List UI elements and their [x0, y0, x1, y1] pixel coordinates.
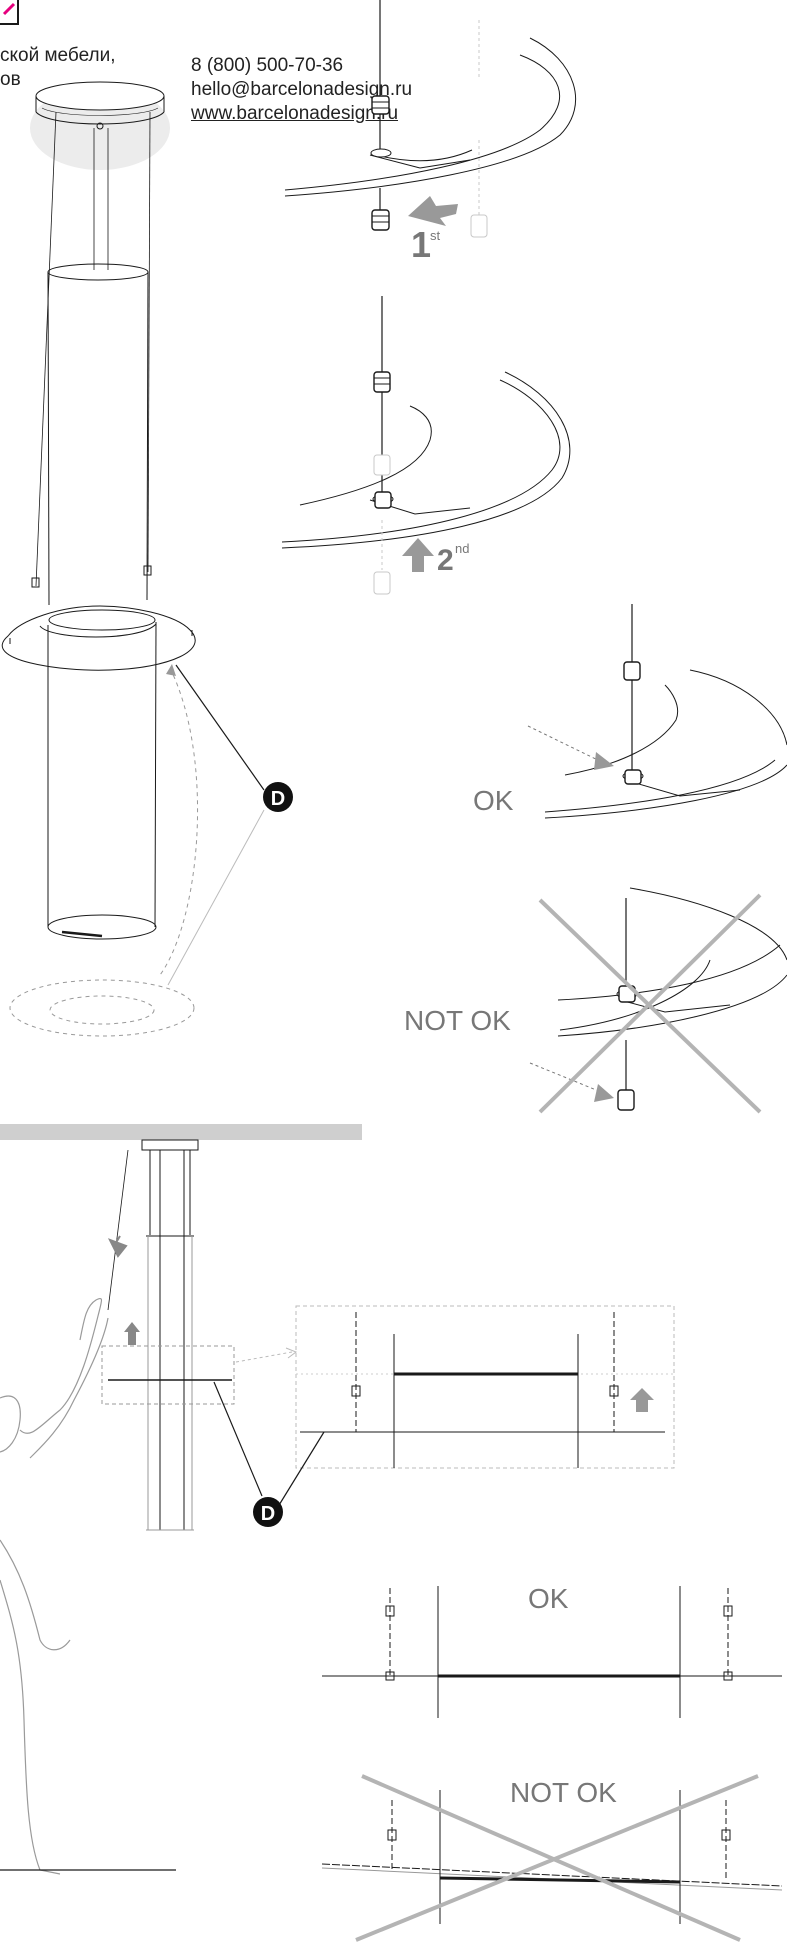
- zoom-detail-box: [235, 1305, 675, 1469]
- suspension-wires: [35, 111, 151, 587]
- ok-label-top: OK: [473, 785, 514, 816]
- motion-arrow-icon: [166, 664, 176, 676]
- ghost-cable-gripper: [470, 20, 488, 238]
- logo-mark-icon: [0, 0, 19, 25]
- callout-part-d-upper: D: [167, 664, 293, 986]
- cable-gripper-lower: [371, 209, 390, 231]
- ghost-gripper-2: [373, 454, 391, 595]
- ceiling-canopy: [30, 81, 170, 170]
- pendant-lamp-exploded-view: [1, 81, 199, 1037]
- part-d-label: D: [271, 788, 285, 810]
- push-arrow-icon: [408, 196, 458, 226]
- ok-label-bottom: OK: [528, 1583, 569, 1614]
- not-ok-label-bottom: NOT OK: [510, 1777, 617, 1808]
- cable-gripper-seated: [374, 491, 392, 509]
- not-ok-diagram-bottom: [321, 1790, 783, 1924]
- part-d-label-lower: D: [261, 1503, 275, 1525]
- cable-gripper-top: [373, 371, 391, 393]
- step-2-number: 2: [437, 544, 454, 577]
- person-figure: [0, 1297, 176, 1875]
- step-1-suffix: st: [430, 228, 441, 243]
- company-name-fragment: ской мебели, ов: [0, 44, 115, 92]
- not-ok-label-top: NOT OK: [404, 1005, 511, 1036]
- ok-diagram-bottom: [322, 1586, 782, 1718]
- ceiling-slab: [0, 1124, 362, 1140]
- step-2-suffix: nd: [455, 541, 469, 556]
- lift-up-arrow-icon: [124, 1322, 140, 1345]
- contact-block: 8 (800) 500-70-36 hello@barcelonadesign.…: [191, 54, 412, 126]
- step-1-diagram: [284, 0, 577, 238]
- lower-shade-tube: [47, 609, 157, 940]
- ok-diagram-top: [527, 604, 787, 819]
- step-1-label: 1 st: [411, 224, 441, 265]
- website-link[interactable]: www.barcelonadesign.ru: [191, 103, 399, 124]
- cross-out-icon-bottom: [355, 1774, 759, 1942]
- ring-motion-path: [9, 667, 199, 1037]
- step-1-number: 1: [411, 224, 431, 265]
- upper-shade-tube: [47, 263, 149, 606]
- cross-out-icon: [538, 893, 762, 1114]
- cable-gripper-upper: [371, 95, 390, 115]
- email-address: hello@barcelonadesign.ru: [191, 79, 413, 100]
- phone-number: 8 (800) 500-70-36: [191, 55, 344, 76]
- disc-ring: [1, 605, 196, 671]
- company-name-line2: ов: [0, 69, 21, 90]
- wire-fittings: [31, 565, 152, 588]
- installed-lamp-side-view: [101, 1139, 235, 1531]
- step-2-label: 2 nd: [437, 541, 469, 577]
- not-ok-diagram-top: [529, 887, 787, 1111]
- company-name-line1: ской мебели,: [0, 45, 116, 66]
- pull-down-arrow-icon: [107, 1235, 128, 1258]
- up-arrow-icon: [402, 538, 434, 572]
- step-2-diagram: [281, 296, 571, 595]
- callout-part-d-lower: D: [213, 1381, 325, 1527]
